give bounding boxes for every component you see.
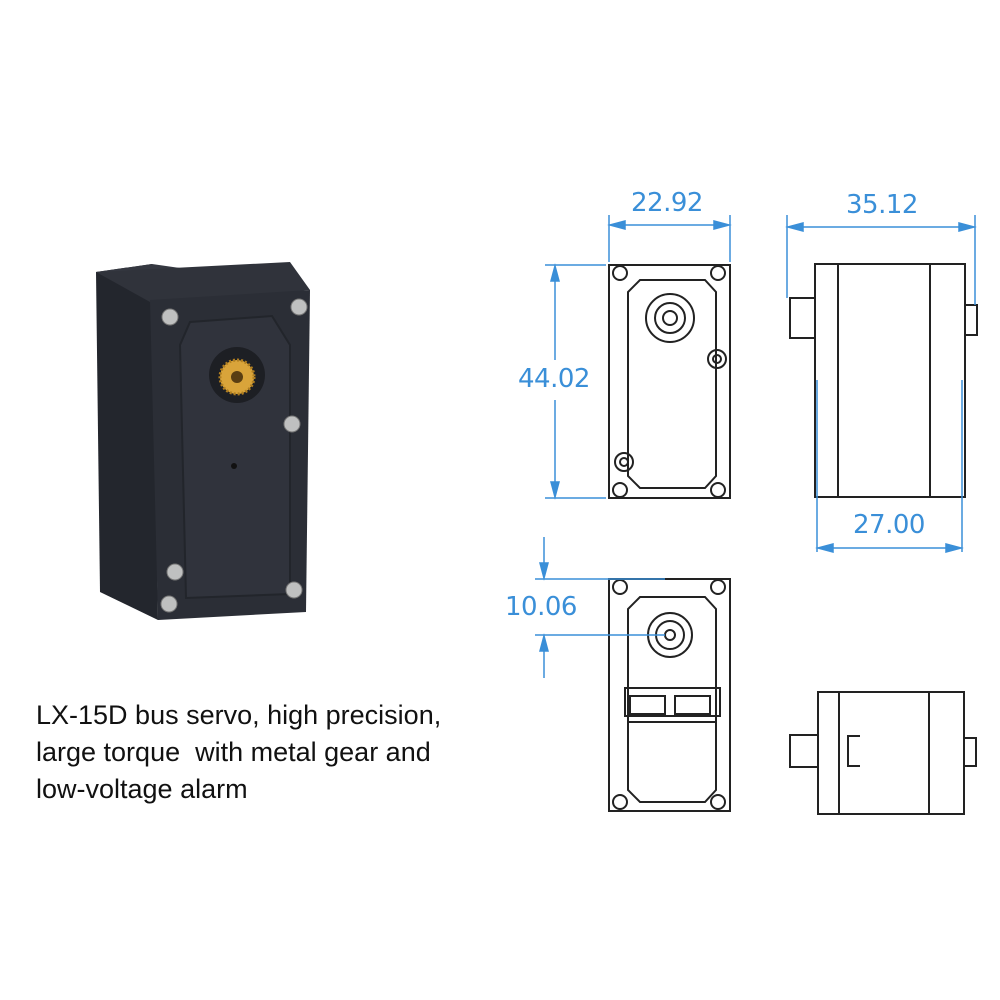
dimension-front-width: 22.92 <box>631 188 703 218</box>
bottom-side-view-drawing <box>789 691 977 815</box>
caption-line-1: LX-15D bus servo, high precision, <box>36 700 442 730</box>
dimension-front-height: 44.02 <box>518 364 590 394</box>
dimension-shaft-offset: 10.06 <box>505 592 577 622</box>
front-view-drawing <box>608 264 731 499</box>
caption-line-3: low-voltage alarm <box>36 774 248 804</box>
side-view-drawing <box>789 263 978 498</box>
dimension-side-total-length: 35.12 <box>846 190 918 220</box>
bottom-view-drawing <box>608 578 731 812</box>
dimension-side-body-length: 27.00 <box>853 510 925 540</box>
caption-line-2: large torque with metal gear and <box>36 737 431 767</box>
product-caption: LX-15D bus servo, high precision, large … <box>36 697 506 808</box>
